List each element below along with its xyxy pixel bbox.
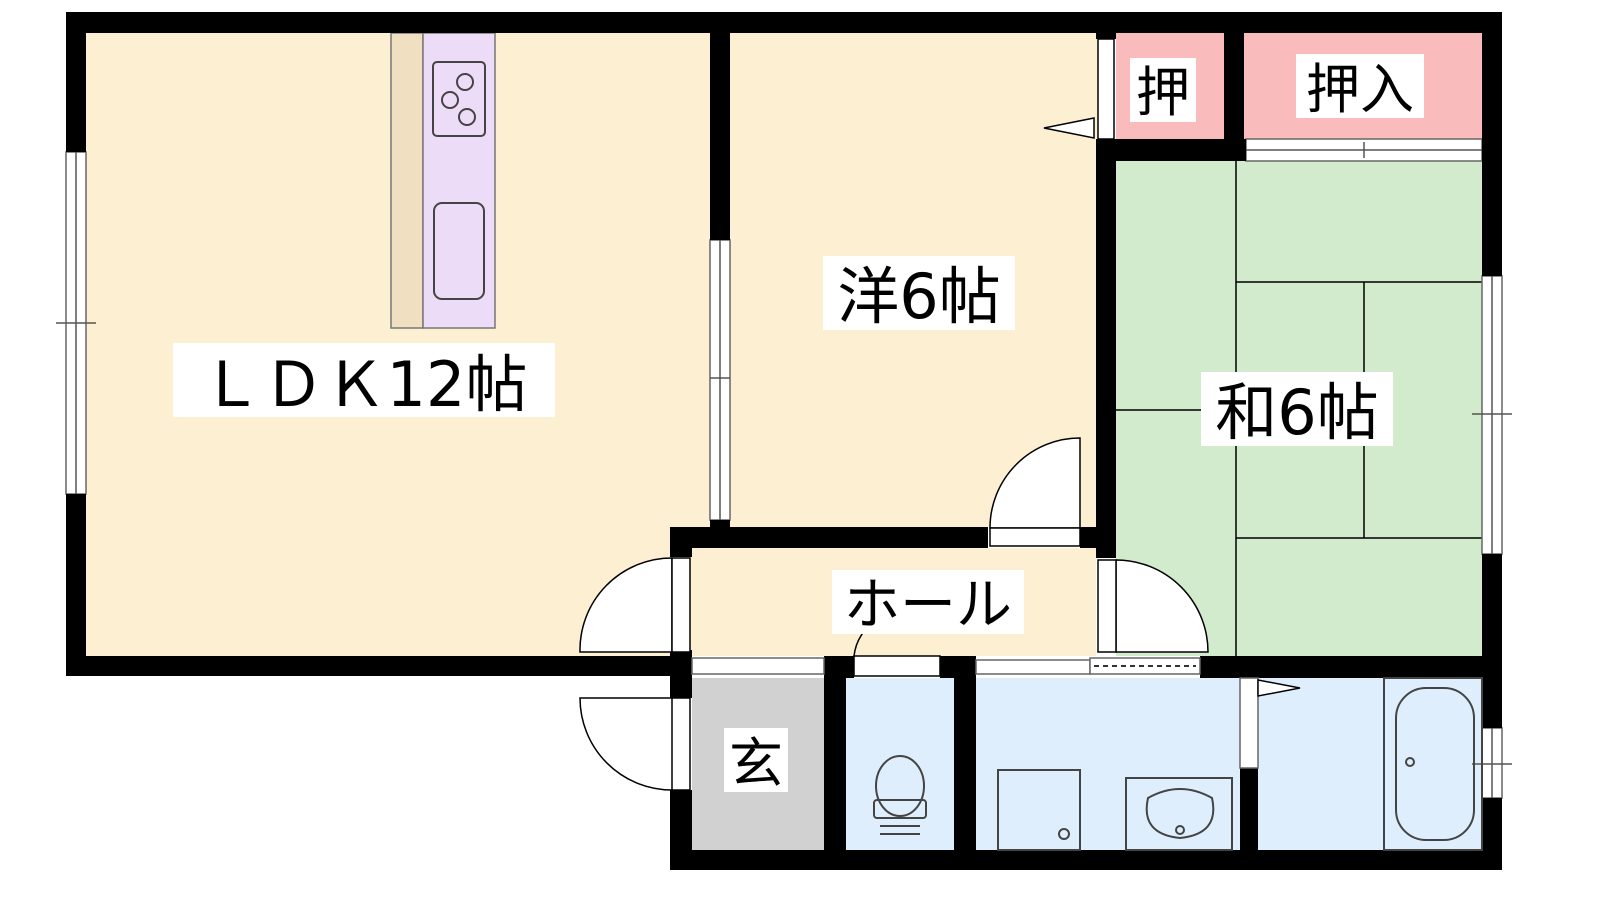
label-western: 洋6帖 — [823, 256, 1015, 333]
toilet-icon — [873, 755, 927, 835]
door-western — [989, 437, 1081, 529]
door-japanese — [1115, 559, 1209, 653]
label-closet-small: 押 — [1130, 58, 1196, 124]
label-japanese: 和6帖 — [1201, 372, 1393, 449]
openings — [691, 657, 1259, 769]
kitchen-counter — [390, 32, 496, 329]
western-room-label: 洋6帖 — [837, 260, 1000, 333]
label-ldk: ＬＤＫ12帖 — [173, 343, 555, 421]
hall-label: ホール — [844, 573, 1012, 638]
doors — [579, 38, 1209, 791]
walls — [66, 12, 1502, 870]
door-arrows — [1043, 117, 1301, 697]
ldk-label: ＬＤＫ12帖 — [201, 348, 528, 421]
label-closet: 押入 — [1296, 54, 1424, 121]
bathtub-icon — [1383, 677, 1483, 851]
label-hall: ホール — [832, 570, 1024, 638]
closet-small-label: 押 — [1136, 61, 1190, 124]
door-ldk — [579, 557, 673, 653]
washbasin-icon — [1125, 777, 1233, 851]
label-entrance: 玄 — [724, 728, 788, 795]
washing-machine-icon — [997, 769, 1081, 851]
window-marks — [56, 142, 1512, 798]
stove-icon — [432, 61, 486, 137]
kitchen-sink-icon — [433, 202, 485, 300]
entrance-label: 玄 — [729, 732, 783, 795]
japanese-room-label: 和6帖 — [1215, 376, 1378, 449]
closet-label: 押入 — [1306, 58, 1414, 121]
washroom-floor — [976, 678, 1240, 850]
toilet-floor — [846, 678, 954, 850]
bathroom-floor — [1258, 678, 1482, 850]
